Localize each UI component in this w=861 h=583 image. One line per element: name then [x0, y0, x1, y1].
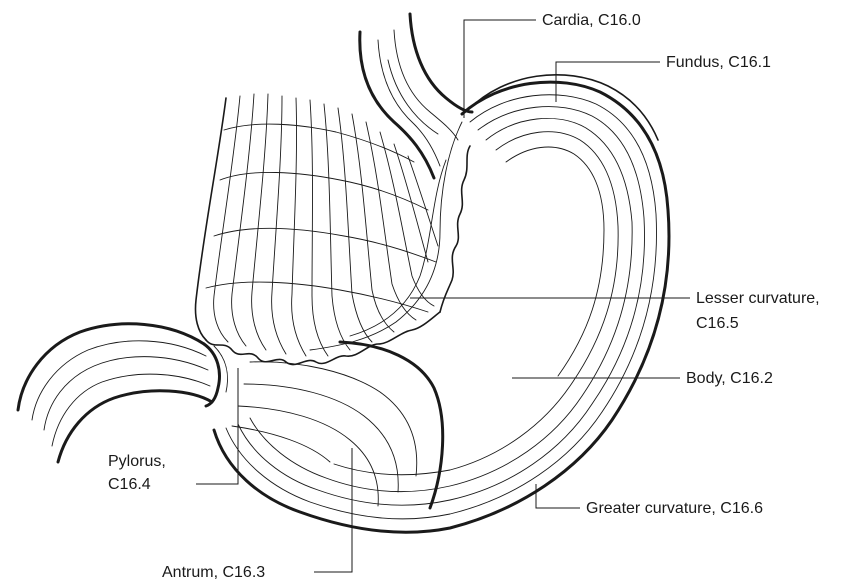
label-lesser-curvature: Lesser curvature, — [696, 290, 820, 307]
label-fundus: Fundus, C16.1 — [666, 54, 771, 71]
duodenum — [18, 324, 228, 462]
esophagus — [360, 14, 472, 178]
label-greater-curvature: Greater curvature, C16.6 — [586, 500, 763, 517]
label-antrum: Antrum, C16.3 — [162, 564, 265, 581]
label-pylorus: Pylorus, — [108, 453, 166, 470]
lesser-omentum-folds — [195, 94, 470, 365]
label-body: Body, C16.2 — [686, 370, 773, 387]
label-cardia: Cardia, C16.0 — [542, 12, 641, 29]
label-lesser-curvature-code: C16.5 — [696, 315, 739, 332]
stomach-wall — [214, 75, 669, 533]
leader-antrum — [314, 448, 352, 572]
label-pylorus-code: C16.4 — [108, 476, 151, 493]
